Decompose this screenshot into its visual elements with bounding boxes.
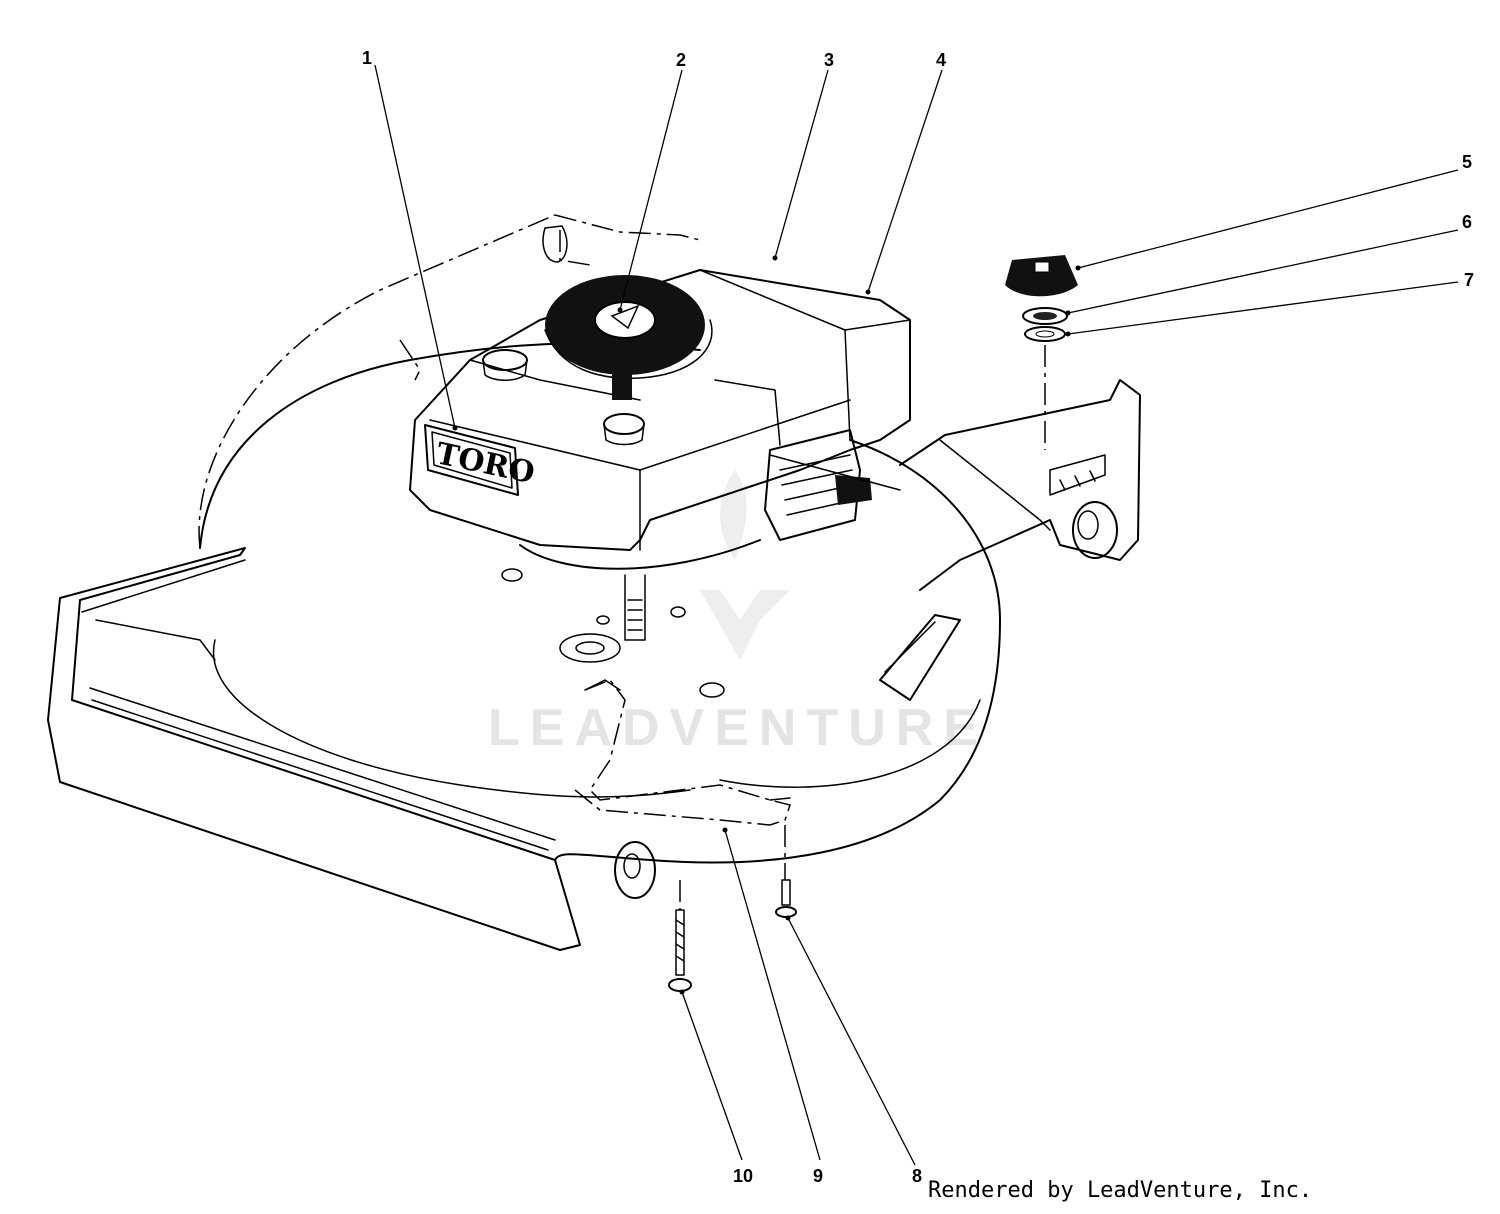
engine: TORO: [409, 269, 911, 641]
watermark: LEADVENTURE: [488, 470, 988, 757]
callout-8: 8: [912, 1166, 922, 1186]
watermark-text: LEADVENTURE: [488, 699, 988, 757]
callout-7: 7: [1464, 270, 1474, 290]
leader-lines: [374, 64, 1459, 1166]
callout-9: 9: [813, 1166, 823, 1186]
callout-6: 6: [1462, 212, 1472, 232]
callout-1: 1: [362, 48, 372, 68]
screws: [668, 825, 797, 992]
footer-credit: Rendered by LeadVenture, Inc.: [928, 1178, 1313, 1203]
wheel-knob-assembly: [1005, 255, 1078, 450]
mower-deck: [47, 214, 1141, 951]
toro-logo: TORO: [433, 436, 538, 491]
callout-3: 3: [824, 50, 834, 70]
callout-2: 2: [676, 50, 686, 70]
callout-10: 10: [733, 1166, 753, 1186]
callouts: 1 2 3 4 5 6 7 8 9 10: [362, 48, 1474, 1186]
callout-5: 5: [1462, 152, 1472, 172]
callout-4: 4: [936, 50, 946, 70]
